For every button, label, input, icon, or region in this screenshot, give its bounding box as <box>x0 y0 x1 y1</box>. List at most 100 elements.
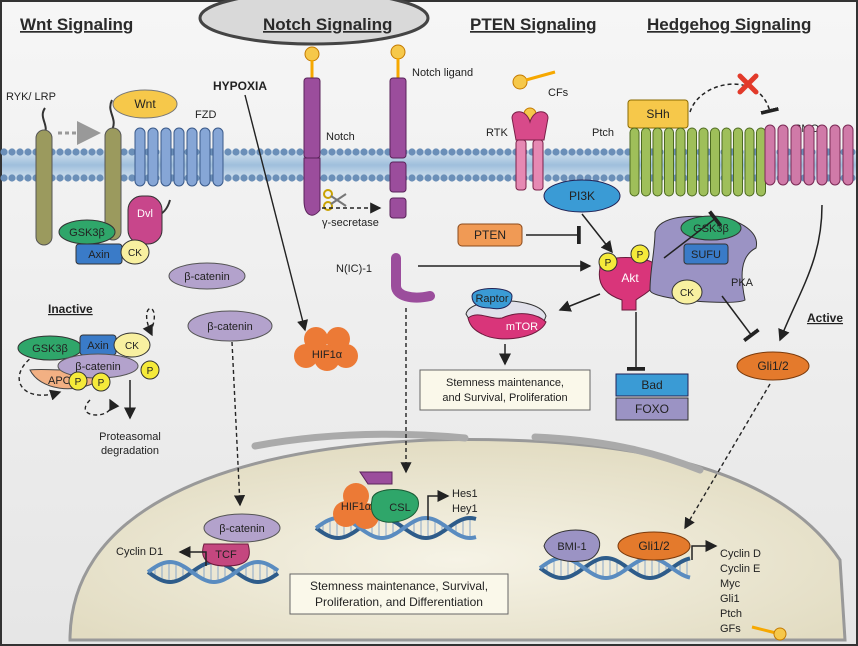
stemness-pten-line-1: Stemness maintenance, <box>446 377 564 389</box>
ck-complex <box>113 332 151 358</box>
beta-catenin-1-label: β-catenin <box>184 271 229 283</box>
ck-top <box>120 239 150 265</box>
stemness-box-nucleus <box>289 573 509 615</box>
pi3k-label: PI3K <box>569 189 595 203</box>
hif1a-nuclear-label: HIF1α <box>341 501 372 513</box>
phospho-3 <box>140 360 160 380</box>
stemness-pten-line-2: and Survival, Proliferation <box>442 392 567 404</box>
phospho-2 <box>91 372 111 392</box>
gli-nuclear <box>617 531 691 561</box>
wnt-ligand <box>112 89 178 119</box>
mtor-protein <box>467 313 547 340</box>
hedgehog-title: Hedgehog Signaling <box>647 15 811 34</box>
gli-nuclear-label: Gli1/2 <box>638 539 670 553</box>
hh-target-4: Ptch <box>720 608 742 620</box>
hif1a-nuclear <box>333 483 379 529</box>
notch-ligand-label: Notch ligand <box>412 67 473 79</box>
phospho-2-label: P <box>98 378 105 389</box>
sufu-protein <box>683 243 729 265</box>
bad-protein <box>615 373 689 397</box>
active-label: Active <box>807 311 843 325</box>
scissors-icon <box>323 189 347 211</box>
bmi1-label: BMI-1 <box>557 541 586 553</box>
gsk3b-complex-label: GSK3β <box>32 343 68 355</box>
csl-protein <box>370 489 419 523</box>
rtk-receptor <box>511 111 549 141</box>
tcf-protein <box>202 543 250 567</box>
axin-top-label: Axin <box>88 249 109 261</box>
rtk-label: RTK <box>486 127 508 139</box>
akt-phospho-2 <box>630 244 650 264</box>
pten-protein <box>457 223 523 247</box>
apc-label: APC <box>48 375 71 387</box>
foxo-label: FOXO <box>635 402 669 416</box>
mtor-label: mTOR <box>506 321 538 333</box>
sufu-label: SUFU <box>691 249 721 261</box>
proteasomal-line-1: Proteasomal <box>99 431 161 443</box>
beta-catenin-nuclear-label: β-catenin <box>219 523 264 535</box>
cfs-label: CFs <box>548 87 569 99</box>
top-ellipse <box>198 0 430 46</box>
ck-hh <box>671 279 703 305</box>
fzd-receptor <box>134 127 224 187</box>
csl-label: CSL <box>389 502 410 514</box>
wnt-pathway: RYK/ LRP Wnt FZD Dvl GSK3β Axin CK β-cat… <box>6 89 273 507</box>
hypoxia-label: HYPOXIA <box>213 79 267 93</box>
ck-hh-label: CK <box>680 288 694 299</box>
akt-phospho-2-label: P <box>637 250 644 261</box>
hh-target-1: Cyclin E <box>720 563 760 575</box>
akt-label: Akt <box>621 271 639 285</box>
wnt-title: Wnt Signaling <box>20 15 133 34</box>
pi3k-protein <box>543 179 621 213</box>
gsk3b-hh-label: GSK3β <box>693 223 729 235</box>
phospho-1 <box>68 371 88 391</box>
hey1-label: Hey1 <box>452 503 478 515</box>
bad-label: Bad <box>641 378 662 392</box>
akt-protein <box>598 257 659 311</box>
beta-catenin-complex-label: β-catenin <box>75 361 120 373</box>
gli-label: Gli1/2 <box>757 359 789 373</box>
hh-target-0: Cyclin D <box>720 548 761 560</box>
beta-catenin-2 <box>187 310 273 342</box>
phospho-3-label: P <box>147 366 154 377</box>
gsk3b-top-label: GSK3β <box>69 227 105 239</box>
nucleus-box-line-1: Stemness maintenance, Survival, <box>310 579 488 593</box>
growth-factor-icon <box>512 70 556 90</box>
nic-label: N(IC)-1 <box>336 263 372 275</box>
hedgehog-pathway: SHh Ptch SMO GSK3β SUFU CK PKA Active Gl… <box>592 73 854 530</box>
foxo-protein <box>615 397 689 421</box>
nucleus <box>68 430 847 642</box>
phospho-1-label: P <box>75 377 82 388</box>
akt-phospho-1-label: P <box>605 258 612 269</box>
stemness-box-pten <box>419 369 591 411</box>
hif1a-protein <box>294 327 358 371</box>
notch-icd <box>391 253 435 303</box>
hes1-label: Hes1 <box>452 488 478 500</box>
notch-pathway: HYPOXIA Notch Notch ligand γ-secretase N… <box>213 44 592 474</box>
ryk-receptor <box>104 127 122 241</box>
notch-title: Notch Signaling <box>263 15 392 34</box>
raptor-protein <box>471 288 513 310</box>
beta-catenin-1 <box>168 262 246 290</box>
pten-label: PTEN <box>474 228 506 242</box>
beta-catenin-nuclear <box>203 513 281 543</box>
ryk-label: RYK/ LRP <box>6 91 56 103</box>
gamma-secretase-label: γ-secretase <box>322 217 379 229</box>
smo-receptor <box>764 124 854 186</box>
beta-catenin-2-label: β-catenin <box>207 321 252 333</box>
hh-target-3: Gli1 <box>720 593 740 605</box>
growth-factor-icon-nuclear <box>751 625 787 641</box>
hh-target-5: GFs <box>720 623 741 635</box>
ptch-label: Ptch <box>592 127 614 139</box>
gli-protein <box>736 351 810 381</box>
axin-complex-label: Axin <box>87 340 108 352</box>
nucleus-box-line-2: Proliferation, and Differentiation <box>315 595 483 609</box>
wnt-label: Wnt <box>134 97 156 111</box>
shh-label: SHh <box>646 107 669 121</box>
block-x-icon <box>737 73 759 95</box>
tcf-label: TCF <box>215 549 237 561</box>
ck-top-label: CK <box>128 248 142 259</box>
dvl-protein <box>127 195 163 245</box>
